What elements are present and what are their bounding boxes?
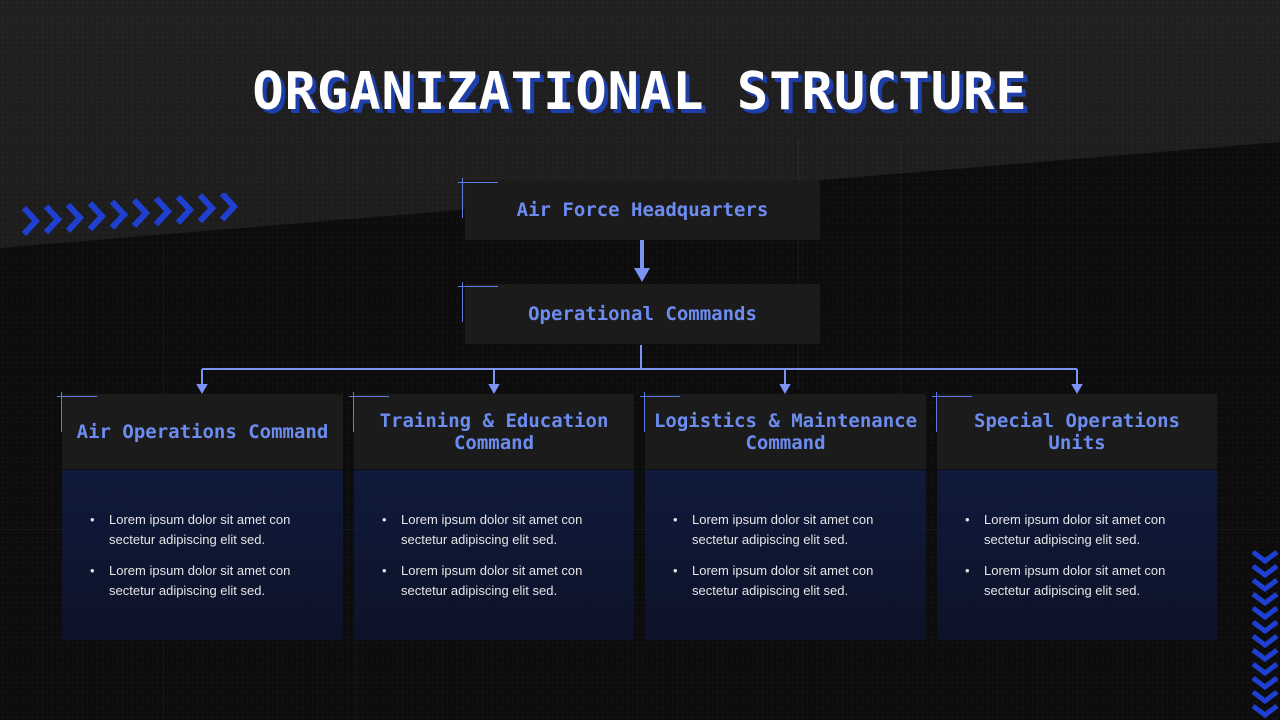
unit-details: Lorem ipsum dolor sit amet con sectetur …	[62, 470, 343, 640]
chevron-mark	[197, 193, 217, 224]
corner-bracket	[57, 392, 97, 432]
chevron-mark	[43, 204, 63, 235]
down-arrow-icon	[634, 268, 650, 282]
unit-details: Lorem ipsum dolor sit amet con sectetur …	[937, 470, 1217, 640]
chevron-mark	[1251, 550, 1279, 565]
list-item: Lorem ipsum dolor sit amet con sectetur …	[90, 561, 319, 601]
chevron-mark	[1251, 662, 1279, 677]
node-training-education-command: Training & Education Command	[354, 394, 634, 469]
chevron-mark	[153, 196, 173, 227]
chevron-mark	[1251, 564, 1279, 579]
chevron-mark	[65, 202, 85, 233]
chevron-mark	[109, 199, 129, 230]
chevron-mark	[21, 205, 41, 237]
node-label: Special Operations Units	[974, 409, 1180, 454]
chevron-mark	[1251, 578, 1279, 593]
chevron-arrows-icon	[21, 193, 239, 237]
grid-line	[0, 529, 1280, 530]
unit-details: Lorem ipsum dolor sit amet con sectetur …	[354, 470, 634, 640]
node-air-operations-command: Air Operations Command	[62, 394, 343, 469]
arrow-head-icon	[779, 384, 791, 395]
node-label: Training & Education Command	[379, 409, 609, 454]
bullet-list: Lorem ipsum dolor sit amet con sectetur …	[673, 510, 902, 601]
chevron-mark	[1251, 620, 1279, 635]
node-operational-commands: Operational Commands	[465, 284, 820, 344]
corner-bracket	[458, 178, 498, 218]
list-item: Lorem ipsum dolor sit amet con sectetur …	[673, 510, 902, 550]
node-special-operations-units: Special Operations Units	[937, 394, 1217, 469]
chevron-mark	[1251, 592, 1279, 607]
chevron-mark	[131, 197, 151, 229]
node-label: Air Force Headquarters	[516, 199, 769, 221]
node-logistics-maintenance-command: Logistics & Maintenance Command	[645, 394, 926, 469]
corner-bracket	[640, 392, 680, 432]
arrow-head-icon	[488, 384, 500, 395]
node-label: Operational Commands	[528, 303, 757, 325]
list-item: Lorem ipsum dolor sit amet con sectetur …	[382, 561, 610, 601]
chevron-mark	[1251, 606, 1279, 621]
corner-bracket	[458, 282, 498, 322]
unit-details: Lorem ipsum dolor sit amet con sectetur …	[645, 470, 926, 640]
chevron-mark	[1251, 690, 1279, 705]
corner-bracket	[932, 392, 972, 432]
arrow-head-icon	[196, 384, 208, 395]
grid-line	[900, 140, 901, 410]
chevron-down-arrows-icon	[1251, 550, 1279, 719]
chevron-mark	[175, 194, 195, 225]
list-item: Lorem ipsum dolor sit amet con sectetur …	[382, 510, 610, 550]
chevron-mark	[1251, 676, 1279, 691]
chevron-mark	[87, 201, 107, 232]
list-item: Lorem ipsum dolor sit amet con sectetur …	[90, 510, 319, 550]
arrow-head-icon	[1071, 384, 1083, 395]
list-item: Lorem ipsum dolor sit amet con sectetur …	[965, 510, 1193, 550]
node-label: Logistics & Maintenance Command	[653, 409, 918, 454]
node-label: Air Operations Command	[76, 420, 329, 443]
bullet-list: Lorem ipsum dolor sit amet con sectetur …	[382, 510, 610, 601]
chevron-mark	[219, 193, 239, 222]
grid-line	[798, 140, 799, 390]
bullet-list: Lorem ipsum dolor sit amet con sectetur …	[90, 510, 319, 601]
chevron-mark	[1251, 648, 1279, 663]
list-item: Lorem ipsum dolor sit amet con sectetur …	[673, 561, 902, 601]
slide-title: ORGANIZATIONAL STRUCTURE	[252, 62, 1028, 122]
corner-bracket	[349, 392, 389, 432]
chevron-mark	[1251, 634, 1279, 649]
list-item: Lorem ipsum dolor sit amet con sectetur …	[965, 561, 1193, 601]
node-air-force-headquarters: Air Force Headquarters	[465, 180, 820, 240]
bullet-list: Lorem ipsum dolor sit amet con sectetur …	[965, 510, 1193, 601]
chevron-mark	[1251, 704, 1279, 719]
